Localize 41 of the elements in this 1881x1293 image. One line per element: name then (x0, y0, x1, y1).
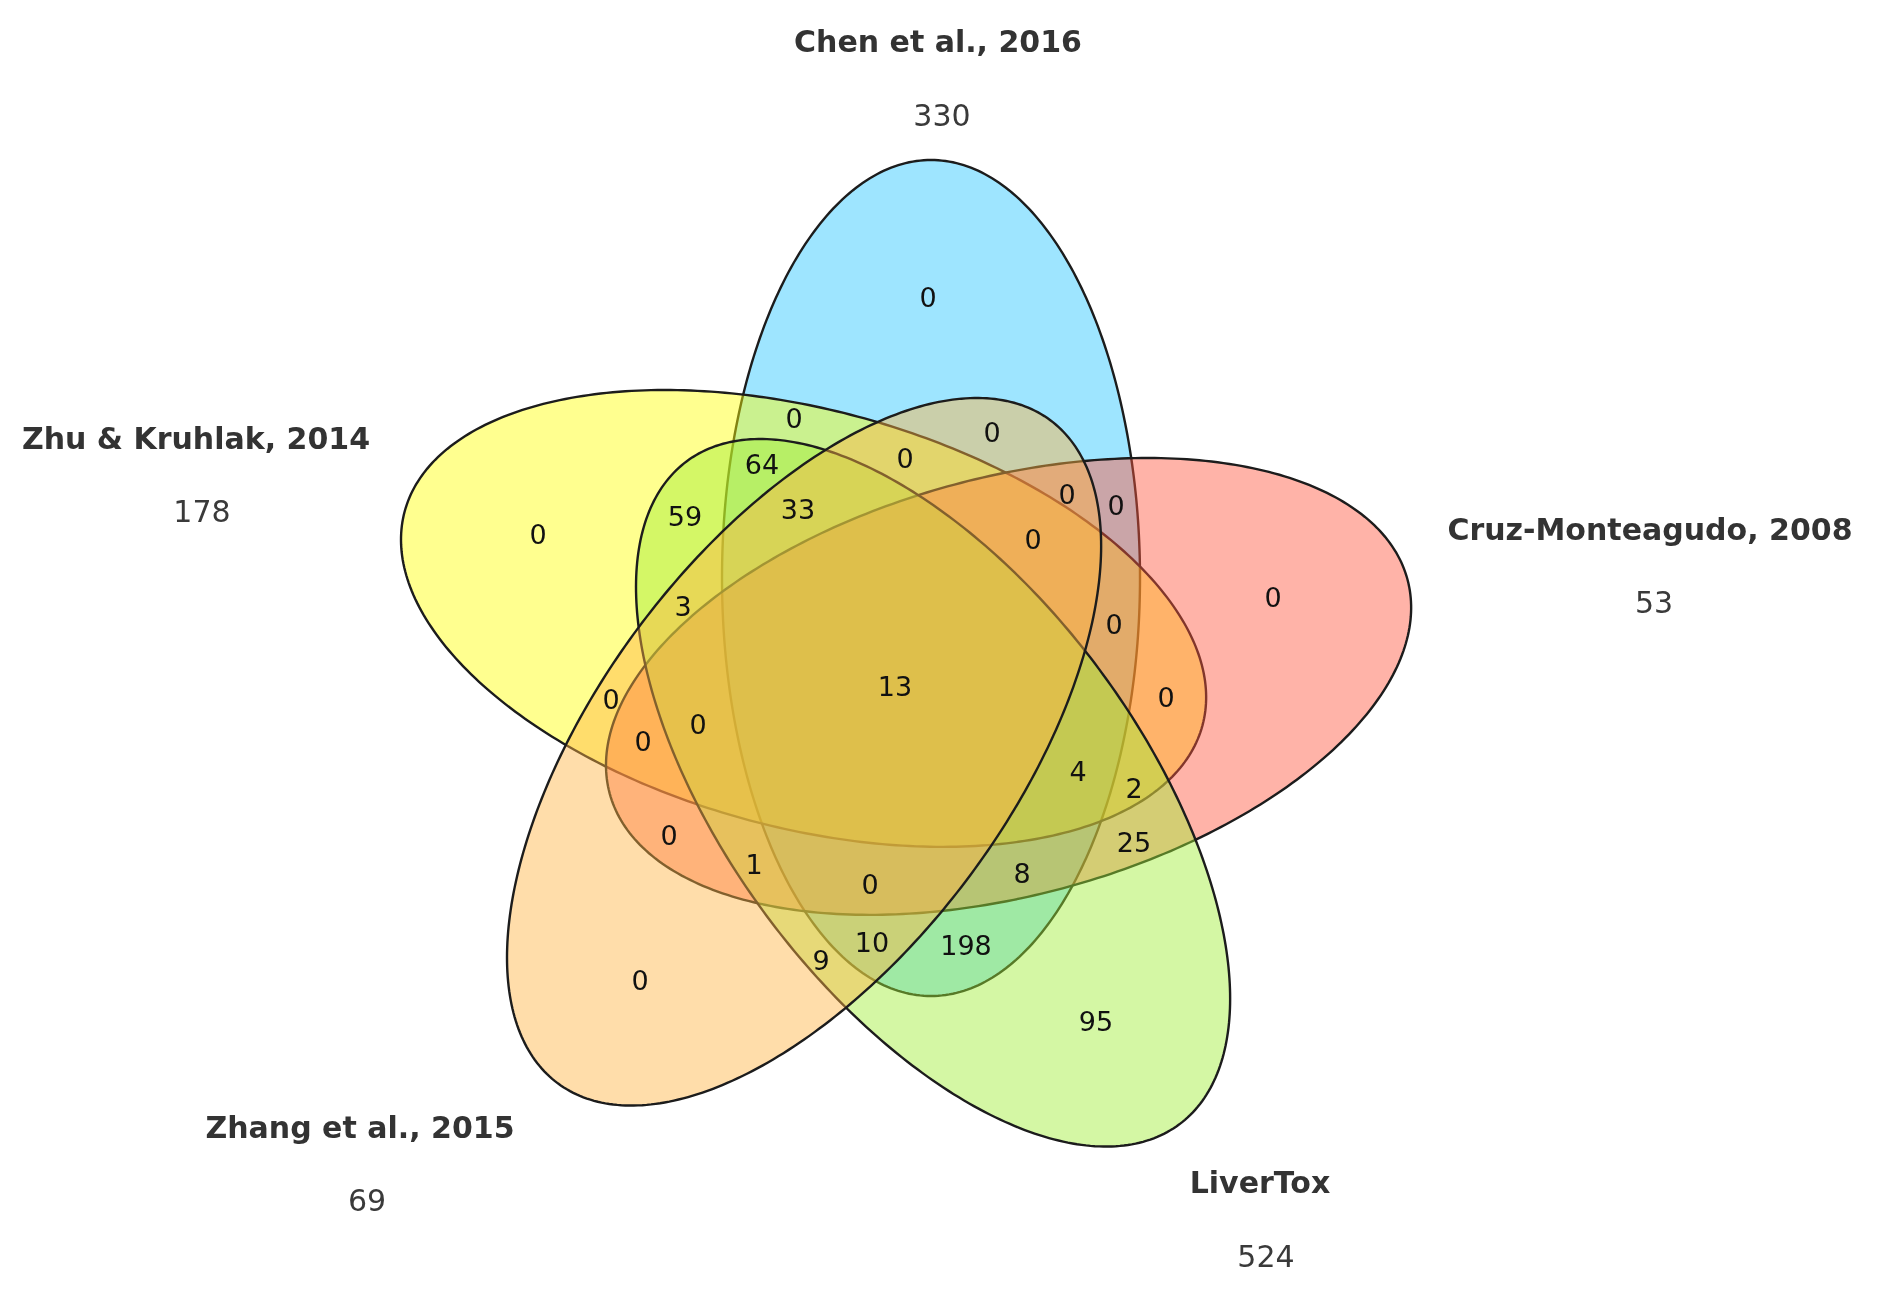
set-size: 524 (1237, 1239, 1295, 1273)
set-name: Chen et al., 2016 (794, 24, 1082, 58)
region-count: 0 (1105, 610, 1123, 640)
set-name: Zhang et al., 2015 (205, 1110, 515, 1144)
region-count: 64 (744, 450, 780, 480)
region-count: 2 (1125, 774, 1143, 804)
set-size: 330 (913, 98, 971, 132)
region-count: 0 (1264, 583, 1282, 613)
region-count: 0 (919, 283, 937, 313)
region-count: 0 (660, 821, 678, 851)
set-size: 178 (173, 494, 231, 528)
region-count: 4 (1069, 757, 1087, 787)
region-count: 0 (1024, 525, 1042, 555)
set-size: 69 (347, 1183, 387, 1217)
region-count: 25 (1116, 828, 1152, 858)
region-count: 0 (529, 520, 547, 550)
region-count: 0 (602, 685, 620, 715)
region-count: 1 (745, 850, 763, 880)
region-count: 0 (1058, 480, 1076, 510)
region-count: 0 (983, 418, 1001, 448)
set-size: 53 (1634, 585, 1674, 619)
set-name: LiverTox (1189, 1165, 1331, 1199)
region-count: 59 (667, 502, 703, 532)
set-name: Zhu & Kruhlak, 2014 (21, 421, 371, 455)
region-count: 13 (877, 672, 913, 702)
set-name: Cruz-Monteagudo, 2008 (1447, 512, 1853, 546)
region-count: 33 (780, 495, 816, 525)
region-count: 0 (689, 710, 707, 740)
region-count: 0 (861, 870, 879, 900)
region-count: 198 (940, 931, 992, 961)
region-count: 95 (1078, 1007, 1114, 1037)
region-count: 0 (1157, 683, 1175, 713)
region-count: 0 (785, 404, 803, 434)
region-count: 0 (896, 444, 914, 474)
region-count: 0 (634, 727, 652, 757)
region-count: 10 (854, 928, 890, 958)
region-count: 3 (674, 592, 692, 622)
region-count: 0 (631, 966, 649, 996)
region-count: 9 (812, 946, 830, 976)
region-count: 8 (1013, 859, 1031, 889)
region-count: 0 (1107, 491, 1125, 521)
